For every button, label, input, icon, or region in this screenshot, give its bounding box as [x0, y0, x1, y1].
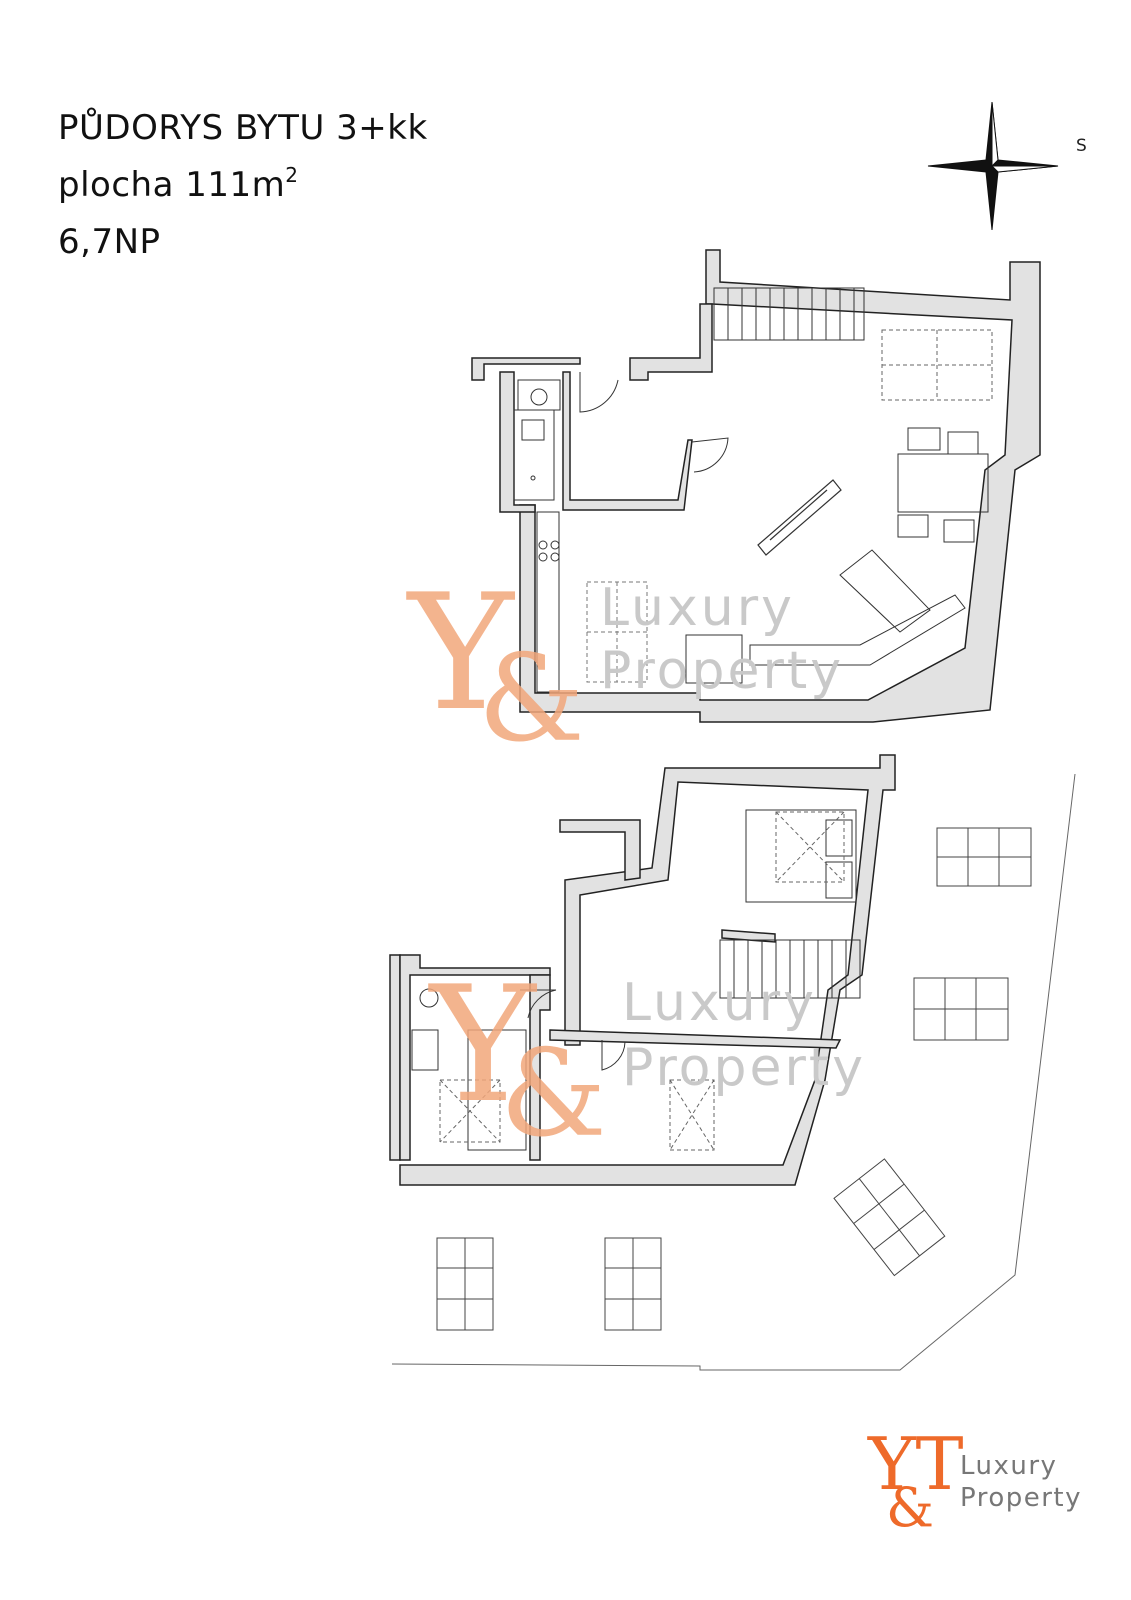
watermark-line1: Luxury [600, 578, 795, 638]
brand-logo-line2: Property [960, 1483, 1083, 1513]
brand-logo-mark: YT [868, 1422, 964, 1506]
watermark-line2: Property [600, 641, 844, 701]
compass-south-label: S [1076, 136, 1087, 156]
upper-kitchen-counter [536, 511, 560, 693]
lower-doors [520, 989, 626, 1071]
upper-floor-plan [471, 249, 1041, 723]
upper-sofa [749, 549, 966, 666]
roof-window [913, 977, 1009, 1041]
plan-area-unit-exponent: 2 [285, 163, 299, 187]
lower-shower-tray [439, 1079, 501, 1143]
upper-rug [586, 581, 648, 683]
upper-dining-set [897, 427, 989, 543]
compass-rose-icon [927, 101, 1059, 231]
roof-window [936, 827, 1032, 887]
lower-room-skylight [669, 1079, 715, 1151]
brand-logo-text: Luxury Property [960, 1450, 1082, 1514]
watermark-logo-amp: & [500, 1025, 607, 1164]
plan-title: PŮDORYS BYTU 3+kk [58, 108, 428, 148]
watermark-upper: Y & Luxury Property [406, 559, 844, 769]
brand-logo-ampersand: & [886, 1476, 935, 1539]
roof-window [604, 1237, 662, 1331]
upper-tv-bench [757, 479, 842, 556]
lower-bathroom-fixtures [411, 988, 527, 1151]
lower-floor-walls [389, 754, 896, 1186]
upper-floor-walls [471, 249, 1041, 723]
watermark-logo-mark: Y [428, 951, 538, 1138]
upper-doors [579, 372, 729, 473]
upper-skylight [881, 329, 993, 401]
upper-staircase [713, 287, 865, 341]
lower-floor-plan [389, 754, 896, 1186]
watermark-line2: Property [622, 1038, 866, 1098]
watermark-logo-mark: Y [406, 559, 516, 746]
watermark-line1: Luxury [622, 973, 817, 1033]
plan-title-block: PŮDORYS BYTU 3+kk plocha 111m2 6,7NP [58, 100, 428, 271]
roof-windows [436, 827, 1032, 1331]
watermark-lower: Y & Luxury Property [428, 951, 866, 1164]
plan-area-value: plocha 111m [58, 165, 286, 205]
brand-logo-line1: Luxury [960, 1451, 1058, 1481]
upper-armchair [685, 634, 743, 684]
lower-bedroom-skylight [775, 811, 845, 883]
plan-area: plocha 111m2 [58, 157, 428, 214]
roof-window [833, 1158, 946, 1277]
roof-window [436, 1237, 494, 1331]
site-boundary [391, 773, 1076, 1371]
brand-logo: YT & Luxury Property [868, 1422, 1098, 1539]
lower-bed [745, 809, 857, 903]
watermark-logo-amp: & [478, 630, 585, 769]
plan-floors: 6,7NP [58, 222, 161, 262]
lower-staircase [719, 939, 861, 999]
upper-bathroom-fixtures [513, 379, 561, 501]
